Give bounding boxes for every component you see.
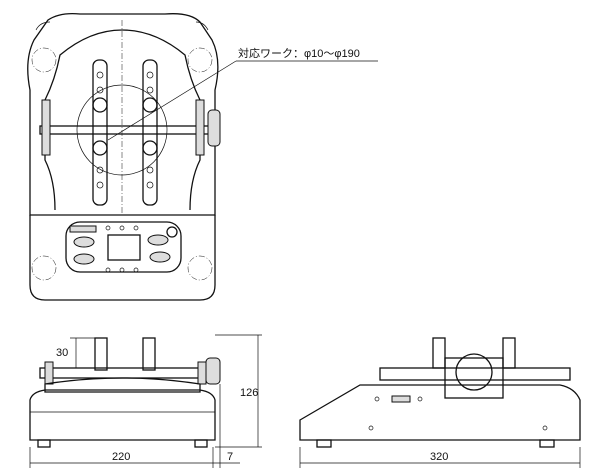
dimension-post-height: 30 bbox=[56, 347, 68, 359]
side-view bbox=[299, 337, 581, 448]
knob-icon bbox=[207, 109, 221, 147]
dimension-front-width: 220 bbox=[112, 451, 130, 463]
control-panel bbox=[65, 221, 182, 273]
dimension-side-width: 320 bbox=[430, 451, 448, 463]
dimension-total-height: 126 bbox=[240, 387, 258, 399]
top-view bbox=[27, 12, 221, 301]
front-view bbox=[29, 337, 221, 448]
dimension-lines bbox=[29, 334, 581, 468]
work-size-label: 対応ワーク：φ10〜φ190 bbox=[238, 46, 360, 60]
dimension-knob-protrusion: 7 bbox=[227, 451, 233, 463]
work-size-annotation: 対応ワーク：φ10〜φ190 bbox=[107, 46, 378, 141]
